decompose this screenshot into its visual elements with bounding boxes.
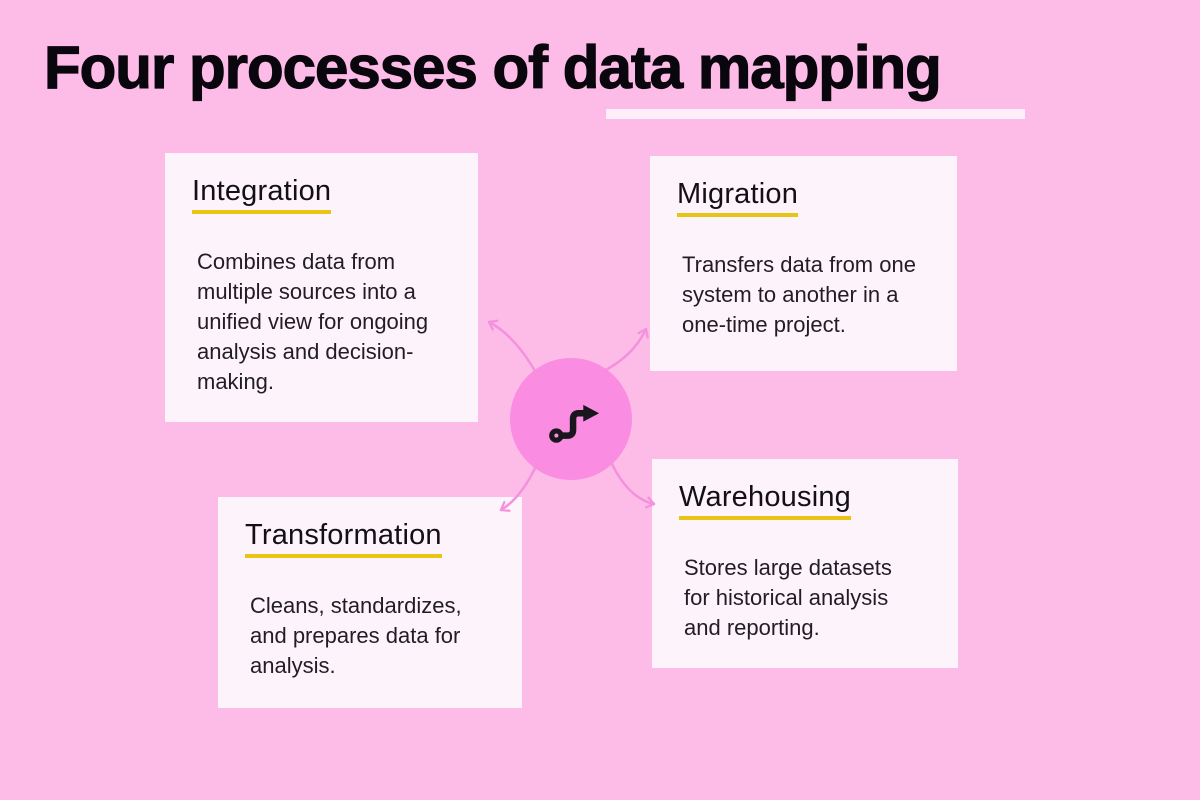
card-body-warehousing: Stores large datasets for historical ana… — [684, 555, 892, 640]
card-transformation: Transformation Cleans, standardizes, and… — [218, 497, 522, 708]
card-heading-warehousing: Warehousing — [679, 481, 851, 520]
connector-arrow-migration — [602, 327, 649, 373]
card-migration: Migration Transfers data from one system… — [650, 156, 957, 371]
card-body-transformation: Cleans, standardizes, and prepares data … — [250, 593, 462, 678]
center-node — [510, 358, 632, 480]
card-body-integration: Combines data from multiple sources into… — [197, 249, 429, 394]
card-heading-integration: Integration — [192, 175, 332, 214]
connector-arrow-integration — [487, 319, 541, 380]
card-heading-transformation: Transformation — [245, 519, 442, 558]
card-heading-migration: Migration — [677, 178, 799, 217]
card-body-migration: Transfers data from one system to anothe… — [682, 252, 916, 337]
page-title: Four processes of data mapping — [43, 34, 942, 101]
title-underline-bar — [606, 109, 1025, 119]
route-arrow-icon — [549, 404, 600, 443]
card-warehousing: Warehousing Stores large datasets for hi… — [652, 459, 958, 668]
card-integration: Integration Combines data from multiple … — [165, 153, 478, 422]
connector-arrow-warehousing — [609, 460, 656, 509]
